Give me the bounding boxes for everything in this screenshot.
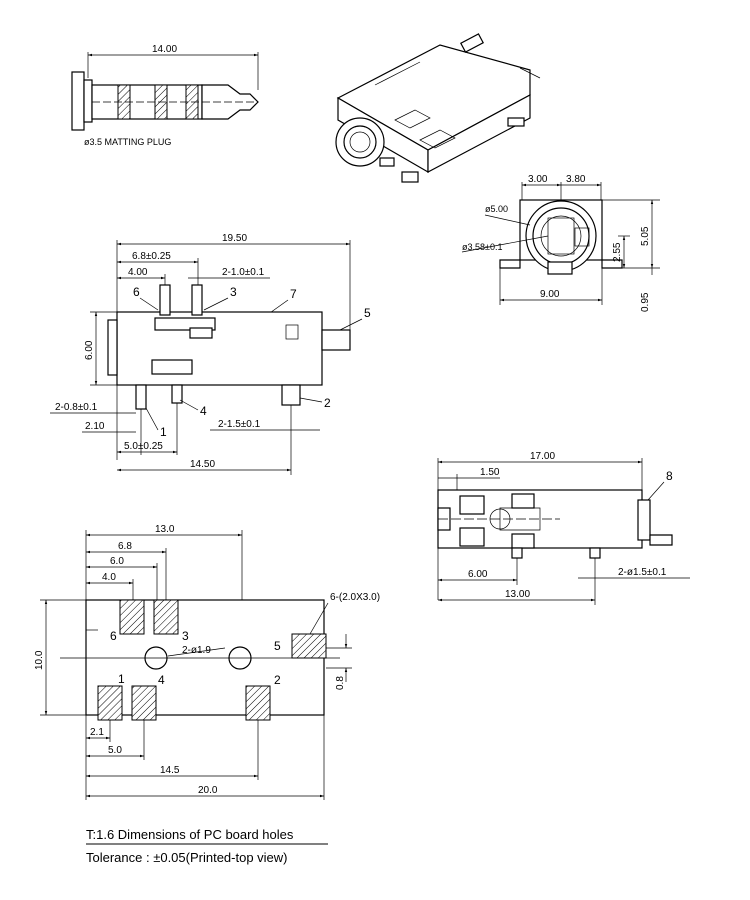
pcb-slot-w: 0.8 <box>335 676 346 690</box>
front-view: 3.00 3.80 ø5.00 ø3.58±0.1 5.05 2.55 9.00… <box>461 174 660 312</box>
footer-notes: T:1.6 Dimensions of PC board holes Toler… <box>86 827 328 865</box>
side-d6: 5.0±0.25 <box>124 441 163 452</box>
matting-plug: 14.00 ø3.5 MATTING PLUG <box>71 44 259 147</box>
callout-1: 1 <box>160 425 167 439</box>
top-view: 17.00 1.50 8 6.00 13.00 2-ø1.5±0.1 <box>437 451 690 605</box>
side-d5: 2.10 <box>85 421 105 432</box>
callout-4: 4 <box>200 404 207 418</box>
side-d1: 6.8±0.25 <box>132 251 171 262</box>
top-d3: 13.00 <box>505 589 530 600</box>
plug-caption: ø3.5 MATTING PLUG <box>84 137 171 147</box>
pad-label-5: 5 <box>274 639 281 653</box>
front-dia-outer: ø5.00 <box>485 204 508 214</box>
pcb-d200: 20.0 <box>198 785 218 796</box>
pcb-d50: 5.0 <box>108 745 122 756</box>
pcb-layout: 13.0 6.8 6.0 4.0 6 3 5 1 4 2 2-ø1.9 6-(2… <box>34 524 380 800</box>
pad-4 <box>131 685 157 721</box>
pcb-d60: 6.0 <box>110 556 124 567</box>
pad-label-6: 6 <box>110 629 117 643</box>
front-height: 5.05 <box>640 226 651 246</box>
plug-length-label: 14.00 <box>152 44 177 55</box>
callout-3: 3 <box>230 285 237 299</box>
pcb-slot: 6-(2.0X3.0) <box>330 592 380 603</box>
pad-5 <box>291 633 327 659</box>
callout-6: 6 <box>133 285 140 299</box>
pad-label-1: 1 <box>118 672 125 686</box>
side-height: 6.00 <box>84 340 95 360</box>
front-standoff: 0.95 <box>640 292 651 312</box>
top-d4: 2-ø1.5±0.1 <box>618 567 667 578</box>
front-w-left: 3.00 <box>528 174 548 185</box>
side-d3: 2-1.0±0.1 <box>222 267 265 278</box>
top-d1: 1.50 <box>480 467 500 478</box>
pad-2 <box>245 685 271 721</box>
footer-line-2: Tolerance : ±0.05(Printed-top view) <box>86 850 288 865</box>
pcb-d40: 4.0 <box>102 572 116 583</box>
side-d8: 14.50 <box>190 459 215 470</box>
pad-6 <box>119 599 145 635</box>
pad-1 <box>97 685 123 721</box>
pcb-d145: 14.5 <box>160 765 180 776</box>
callout-2: 2 <box>324 396 331 410</box>
side-overall: 19.50 <box>222 233 247 244</box>
pcb-height: 10.0 <box>34 650 45 670</box>
pad-label-3: 3 <box>182 629 189 643</box>
top-overall: 17.00 <box>530 451 555 462</box>
front-pin-offset: 2.55 <box>612 242 623 262</box>
front-dia-inner: ø3.58±0.1 <box>462 242 502 252</box>
callout-8: 8 <box>666 469 673 483</box>
callout-7: 7 <box>290 287 297 301</box>
isometric-view <box>335 33 541 183</box>
pcb-d21: 2.1 <box>90 727 104 738</box>
pad-label-2: 2 <box>274 673 281 687</box>
side-d2: 4.00 <box>128 267 148 278</box>
front-width: 9.00 <box>540 289 560 300</box>
pcb-d68: 6.8 <box>118 541 132 552</box>
side-d4: 2-0.8±0.1 <box>55 402 98 413</box>
front-w-right: 3.80 <box>566 174 586 185</box>
side-view: 19.50 6.8±0.25 4.00 2-1.0±0.1 6 3 7 5 <box>50 233 371 475</box>
pad-label-4: 4 <box>158 673 165 687</box>
pcb-d13: 13.0 <box>155 524 175 535</box>
pcb-holes: 2-ø1.9 <box>182 645 211 656</box>
callout-5: 5 <box>364 306 371 320</box>
pad-3 <box>153 599 179 635</box>
footer-line-1: T:1.6 Dimensions of PC board holes <box>86 827 294 842</box>
top-d2: 6.00 <box>468 569 488 580</box>
side-d7: 2-1.5±0.1 <box>218 419 261 430</box>
